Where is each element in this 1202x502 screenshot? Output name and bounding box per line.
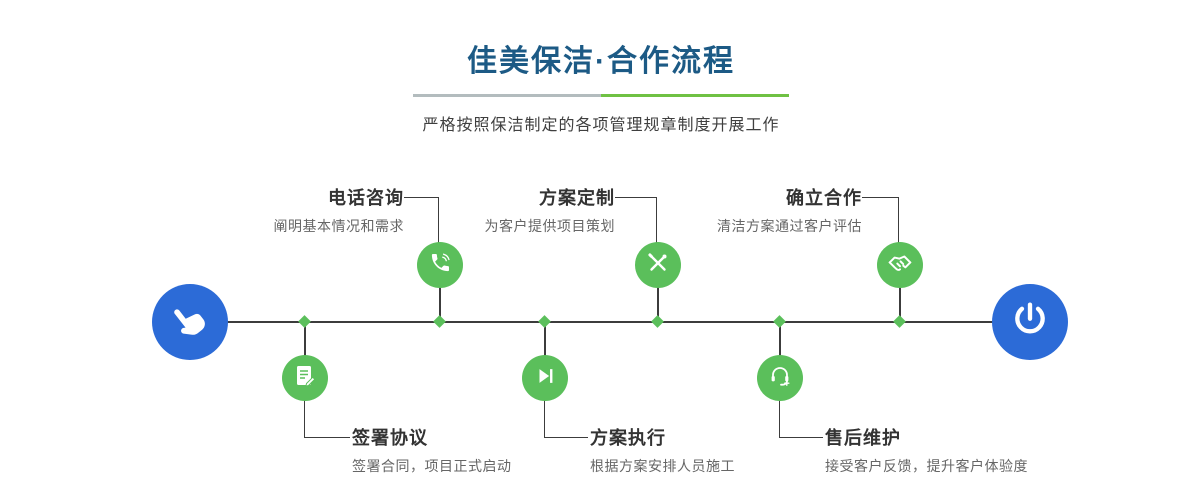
connector-stub xyxy=(304,322,306,378)
step-title: 签署协议 xyxy=(352,428,428,448)
step-node-phone xyxy=(417,242,463,288)
timeline-line xyxy=(200,321,1020,323)
timeline-diamond-marker xyxy=(538,315,551,328)
timeline-diamond-marker xyxy=(651,315,664,328)
label-connector xyxy=(404,197,439,243)
connector-stub xyxy=(779,322,781,378)
step-node-contract xyxy=(282,355,328,401)
step-label-support: 售后维护 接受客户反馈，提升客户体验度 xyxy=(825,424,1028,476)
step-node-cooperation xyxy=(877,242,923,288)
step-label-phone: 电话咨询 阐明基本情况和需求 xyxy=(274,184,405,236)
connector-stub xyxy=(544,322,546,378)
step-title: 售后维护 xyxy=(825,428,901,448)
connector-stub xyxy=(439,265,441,322)
label-connector xyxy=(304,399,350,438)
step-desc: 阐明基本情况和需求 xyxy=(273,218,404,234)
step-node-execute xyxy=(522,355,568,401)
step-node-design xyxy=(635,242,681,288)
label-connector xyxy=(544,399,588,438)
timeline-diamond-marker xyxy=(433,315,446,328)
label-connector xyxy=(779,399,823,438)
step-desc: 根据方案安排人员施工 xyxy=(590,458,735,474)
step-title: 电话咨询 xyxy=(328,188,404,208)
pointing-hand-icon xyxy=(159,291,221,354)
step-desc: 为客户提供项目策划 xyxy=(484,218,615,234)
page-title: 佳美保洁·合作流程 xyxy=(467,45,735,78)
headset-support-icon xyxy=(768,364,792,393)
play-execute-icon xyxy=(534,365,556,392)
step-label-contract: 签署协议 签署合同，项目正式启动 xyxy=(352,424,512,476)
timeline-start-node xyxy=(152,284,228,360)
step-title: 确立合作 xyxy=(786,188,862,208)
step-label-design: 方案定制 为客户提供项目策划 xyxy=(485,184,616,236)
step-title: 方案定制 xyxy=(539,188,615,208)
power-icon xyxy=(1010,300,1050,345)
step-label-cooperation: 确立合作 清洁方案通过客户评估 xyxy=(717,184,862,236)
step-node-support xyxy=(757,355,803,401)
connector-stub xyxy=(899,265,901,322)
step-desc: 清洁方案通过客户评估 xyxy=(717,218,862,234)
page-subtitle: 严格按照保洁制定的各项管理规章制度开展工作 xyxy=(422,117,780,134)
label-connector xyxy=(615,197,657,243)
contract-sign-icon xyxy=(294,364,316,393)
title-divider xyxy=(413,94,789,97)
step-title: 方案执行 xyxy=(590,428,666,448)
handshake-icon xyxy=(887,250,913,281)
label-connector xyxy=(862,197,899,243)
step-desc: 签署合同，项目正式启动 xyxy=(352,458,512,474)
step-desc: 接受客户反馈，提升客户体验度 xyxy=(825,458,1028,474)
step-label-execute: 方案执行 根据方案安排人员施工 xyxy=(590,424,735,476)
phone-call-icon xyxy=(428,251,452,280)
timeline-diamond-marker xyxy=(298,315,311,328)
design-tools-icon xyxy=(646,251,670,280)
timeline-end-node xyxy=(992,284,1068,360)
timeline-diamond-marker xyxy=(773,315,786,328)
timeline-diamond-marker xyxy=(893,315,906,328)
connector-stub xyxy=(657,265,659,322)
